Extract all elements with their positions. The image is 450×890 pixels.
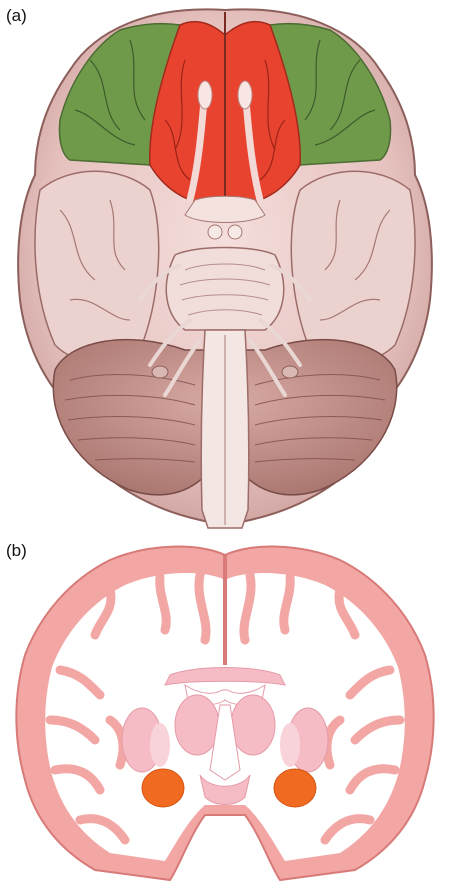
hypothalamus <box>199 774 251 805</box>
panel-a-ventral-brain-view: (a) <box>6 6 433 529</box>
right-temporal-lobe <box>290 170 416 364</box>
panel-b-label: (b) <box>6 541 27 560</box>
third-ventricle <box>209 704 241 781</box>
panel-a-label: (a) <box>6 6 27 25</box>
right-caudate-thalamus <box>230 694 276 756</box>
corpus-callosum <box>164 667 286 686</box>
ventral-brain-illustration <box>17 8 433 529</box>
optic-chiasm <box>184 195 266 223</box>
pons <box>165 246 285 331</box>
coronal-section-illustration <box>15 545 435 882</box>
left-amygdala-region <box>141 768 185 808</box>
right-amygdala-region <box>273 768 317 808</box>
left-caudate-thalamus <box>174 694 220 756</box>
panel-b-coronal-section: (b) <box>0 535 450 890</box>
left-temporal-lobe <box>34 170 160 364</box>
